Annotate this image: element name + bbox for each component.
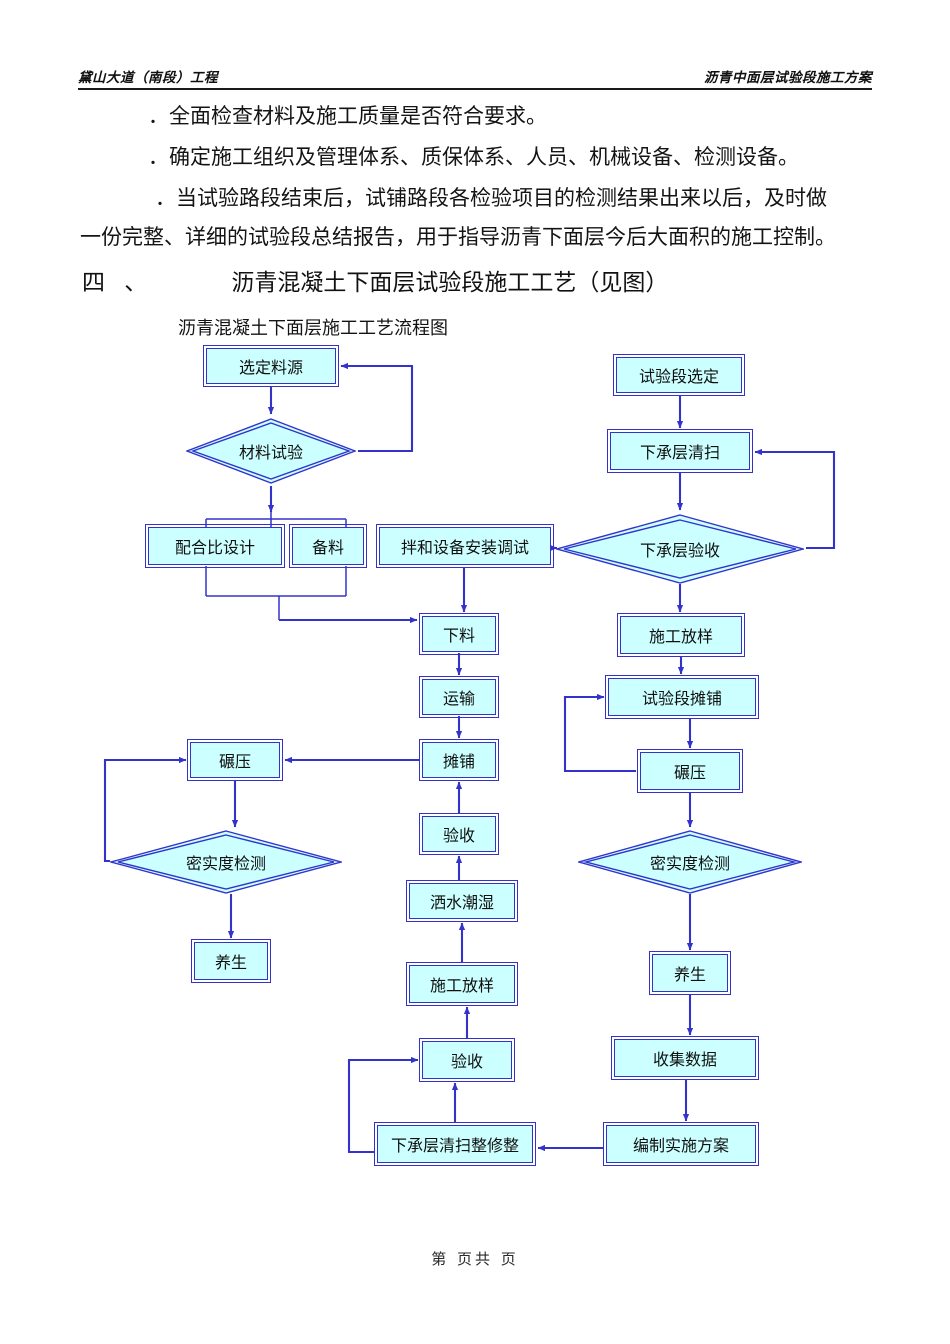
flow-node-label: 施工放样 xyxy=(429,976,494,995)
flow-node-label: 配合比设计 xyxy=(174,538,255,557)
flow-node-label: 收集数据 xyxy=(652,1050,717,1069)
flow-node-label: 碾压 xyxy=(673,763,706,782)
flow-node-label: 备料 xyxy=(311,538,344,557)
body-paragraph-3-line2: 一份完整、详细的试验段总结报告，用于指导沥青下面层今后大面积的施工控制。 xyxy=(80,225,836,249)
header-document-title: 沥青中面层试验段施工方案 xyxy=(704,70,872,86)
flow-node-label: 试验段摊铺 xyxy=(641,689,722,708)
flow-node-label: 选定料源 xyxy=(238,358,303,377)
diamond-shape xyxy=(578,830,802,894)
edge-nianya2-feedback-to-tanpu2 xyxy=(563,693,636,773)
edge-cailiaoshiyan-feedback-to-xuandingliaoyuan xyxy=(340,362,414,453)
flow-node-label: 材料试验 xyxy=(238,443,303,462)
flow-node-label: 下料 xyxy=(442,626,475,645)
flow-node-label: 洒水潮湿 xyxy=(429,893,494,912)
section-number: 四 、 xyxy=(82,270,154,296)
flow-node-xuandingliaoyuan[interactable]: 选定料源 xyxy=(203,345,339,387)
section-title: 沥青混凝土下面层试验段施工工艺（见图） xyxy=(231,270,669,296)
flow-node-xialiao[interactable]: 下料 xyxy=(419,613,499,655)
flow-node-peihebisheji[interactable]: 配合比设计 xyxy=(145,524,285,568)
flowchart-caption: 沥青混凝土下面层施工工艺流程图 xyxy=(178,318,448,339)
diamond-shape xyxy=(186,418,356,484)
flow-node-label: 施工放样 xyxy=(648,627,713,646)
flow-node-label: 编制实施方案 xyxy=(632,1136,729,1155)
header-project-title: 黛山大道（南段）工程 xyxy=(78,70,218,86)
flow-node-label: 密实度检测 xyxy=(649,854,730,873)
flow-node-xiachengcengqingsao[interactable]: 下承层清扫整修整 xyxy=(374,1122,536,1166)
flow-node-banheshebei[interactable]: 拌和设备安装调试 xyxy=(376,524,554,568)
flow-node-nianya-left[interactable]: 碾压 xyxy=(187,739,283,781)
flow-node-shoujishuju[interactable]: 收集数据 xyxy=(611,1036,759,1080)
edge-yanshou3-feedback-to-qingsao xyxy=(754,448,836,550)
flow-node-label: 下承层清扫 xyxy=(639,443,720,462)
flow-node-label: 密实度检测 xyxy=(185,854,266,873)
flow-node-nianya-right[interactable]: 碾压 xyxy=(637,749,743,793)
flow-node-yanshou-mid[interactable]: 验收 xyxy=(419,813,499,855)
flow-node-cailiaoshiyan[interactable]: 材料试验 xyxy=(186,418,356,484)
flow-node-shiyanduantanpu[interactable]: 试验段摊铺 xyxy=(605,675,759,719)
flow-node-yanshou-mid-2[interactable]: 验收 xyxy=(419,1038,515,1082)
flow-node-label: 碾压 xyxy=(218,752,251,771)
flow-node-mishidujiance-right[interactable]: 密实度检测 xyxy=(578,830,802,894)
body-paragraph-2: ．确定施工组织及管理体系、质保体系、人员、机械设备、检测设备。 xyxy=(148,145,799,169)
flow-node-shigongfangyang-mid[interactable]: 施工放样 xyxy=(406,962,518,1006)
flow-node-yangsheng-right[interactable]: 养生 xyxy=(649,951,731,995)
edge-mishidu-feedback-to-nianya xyxy=(103,756,187,863)
flow-node-label: 运输 xyxy=(442,689,475,708)
flow-node-label: 摊铺 xyxy=(442,752,475,771)
flowchart-connector-lines xyxy=(205,512,347,620)
flow-node-bianzhishishifangan[interactable]: 编制实施方案 xyxy=(603,1122,759,1166)
flow-node-yangsheng-left[interactable]: 养生 xyxy=(191,939,271,983)
flow-node-label: 验收 xyxy=(442,826,475,845)
section-heading: 四 、 沥青混凝土下面层试验段施工工艺（见图） xyxy=(82,263,668,297)
body-paragraph-3-line1: ．当试验路段结束后，试铺路段各检验项目的检测结果出来以后，及时做 xyxy=(155,186,827,210)
flow-node-shigongfangyang-right[interactable]: 施工放样 xyxy=(617,613,745,657)
flow-node-label: 验收 xyxy=(450,1052,483,1071)
flow-node-label: 试验段选定 xyxy=(638,367,719,386)
flow-node-label: 养生 xyxy=(673,965,706,984)
diamond-shape xyxy=(556,514,804,584)
page-footer: 第 页共 页 xyxy=(431,1250,519,1268)
flow-node-label: 养生 xyxy=(214,953,247,972)
flow-node-mishidujiance-left[interactable]: 密实度检测 xyxy=(110,830,342,894)
flow-node-xiachengcengqingsao-right[interactable]: 下承层清扫 xyxy=(607,429,753,473)
flow-node-xiachengcengyanshou[interactable]: 下承层验收 xyxy=(556,514,804,584)
flow-node-sashuichaoshi[interactable]: 洒水潮湿 xyxy=(406,880,518,922)
flow-node-label: 下承层清扫整修整 xyxy=(390,1136,519,1155)
body-paragraph-1: ．全面检查材料及施工质量是否符合要求。 xyxy=(148,104,547,128)
flow-node-label: 下承层验收 xyxy=(639,541,720,560)
flow-node-tanpu[interactable]: 摊铺 xyxy=(419,739,499,781)
flow-node-shiyanduanxuanding[interactable]: 试验段选定 xyxy=(613,354,745,396)
page-header: 黛山大道（南段）工程 沥青中面层试验段施工方案 xyxy=(78,60,872,90)
edge-qingsao-feedback-to-yanshou2 xyxy=(347,1056,419,1154)
flow-node-beiliao[interactable]: 备料 xyxy=(289,524,367,568)
flow-node-label: 拌和设备安装调试 xyxy=(400,538,529,557)
flow-node-yunshu[interactable]: 运输 xyxy=(419,676,499,718)
diamond-shape xyxy=(110,830,342,894)
